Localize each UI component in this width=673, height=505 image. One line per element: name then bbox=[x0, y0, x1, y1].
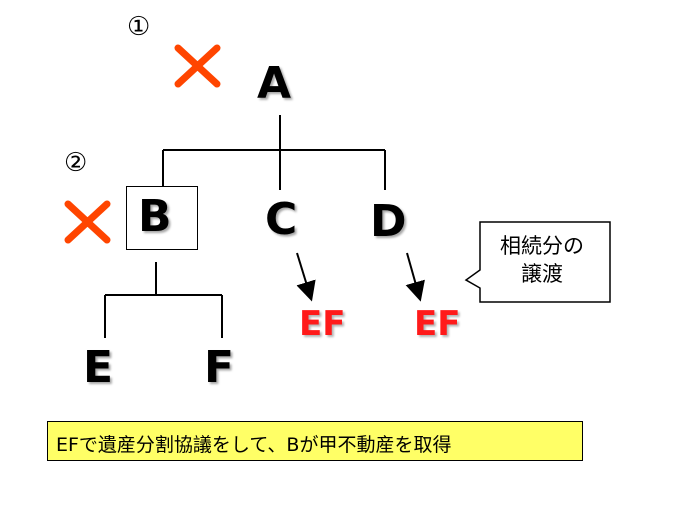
heirs-ef-under-c: EF bbox=[299, 304, 346, 344]
cross-icon-2 bbox=[64, 200, 111, 244]
step-marker-2: ② bbox=[64, 148, 88, 178]
summary-banner: EFで遺産分割協議をして、Bが甲不動産を取得 bbox=[47, 421, 583, 461]
step-marker-1: ① bbox=[127, 12, 151, 42]
cross-icon-1 bbox=[174, 44, 221, 88]
callout-line-2: 譲渡 bbox=[521, 262, 563, 286]
node-a: A bbox=[257, 58, 292, 109]
node-b-box bbox=[126, 186, 198, 250]
node-c: C bbox=[265, 194, 298, 245]
node-f: F bbox=[204, 342, 235, 393]
arrow-c-to-ef bbox=[296, 252, 316, 302]
arrow-d-to-ef bbox=[405, 252, 425, 302]
callout-line-1: 相続分の bbox=[500, 234, 584, 258]
node-d: D bbox=[370, 196, 407, 247]
node-b: B bbox=[138, 191, 172, 242]
node-e: E bbox=[83, 342, 114, 393]
callout-bubble bbox=[464, 221, 611, 303]
callout-text: 相続分の 譲渡 bbox=[484, 232, 600, 288]
summary-banner-text: EFで遺産分割協議をして、Bが甲不動産を取得 bbox=[56, 434, 452, 456]
heirs-ef-under-d: EF bbox=[414, 304, 461, 344]
